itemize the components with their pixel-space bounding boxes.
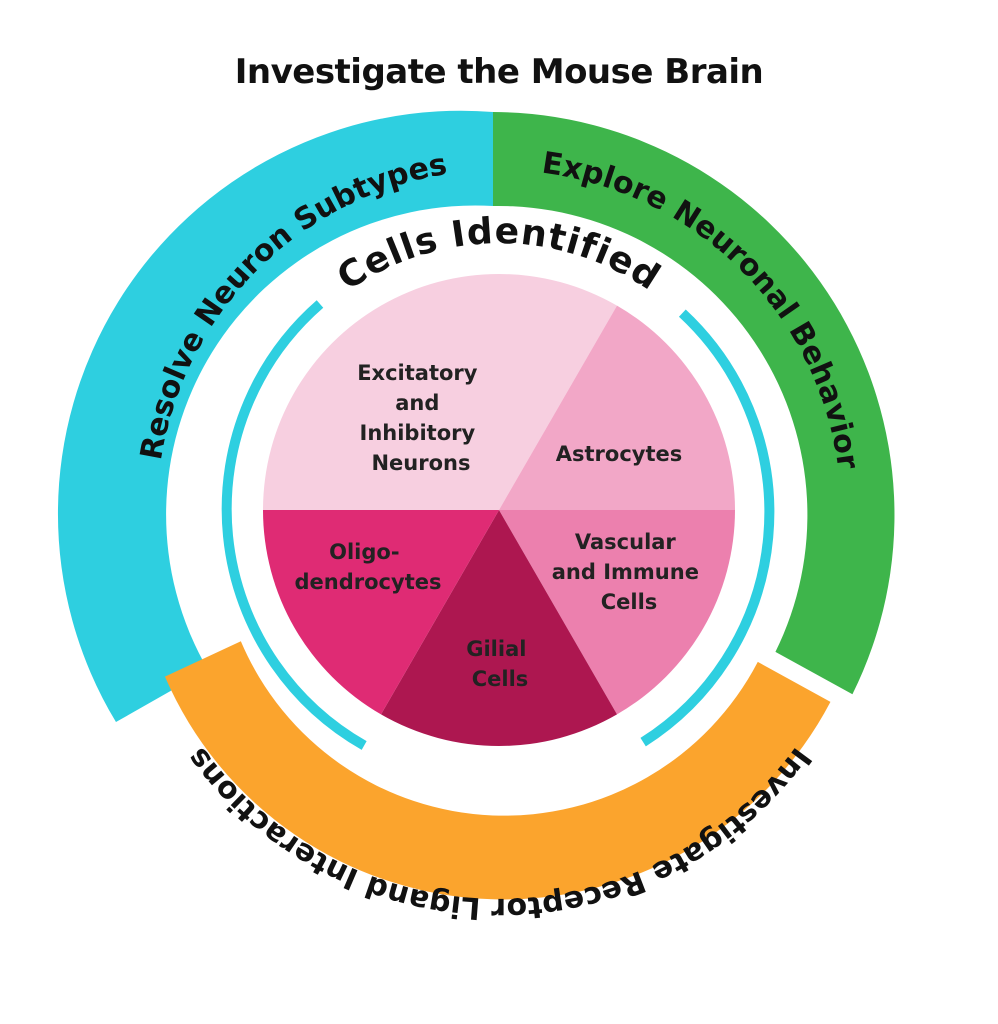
slice-oligodendrocytes [263,510,499,715]
slice-label-vascular: Vascular and Immune Cells [552,530,707,614]
slice-label-neurons: Excitatory and Inhibitory Neurons [357,361,485,475]
inner-arc-left [221,300,367,750]
slice-glial [381,510,617,747]
diagram-title: Investigate the Mouse Brain [234,52,764,92]
ring-segment-orange [164,641,831,900]
slice-label-glial: Gilial Cells [466,637,534,691]
ring-segment-cyan [57,110,493,723]
slice-neurons [263,273,617,510]
slice-astrocytes [499,305,735,510]
slice-label-astrocytes: Astrocytes [556,442,683,466]
slice-vascular-immune [499,510,735,715]
slice-label-oligodendrocytes: Oligo- dendrocytes [295,540,442,594]
ring-segment-green [493,112,895,695]
cell-pie [263,273,735,747]
inner-arc-right [640,309,775,747]
